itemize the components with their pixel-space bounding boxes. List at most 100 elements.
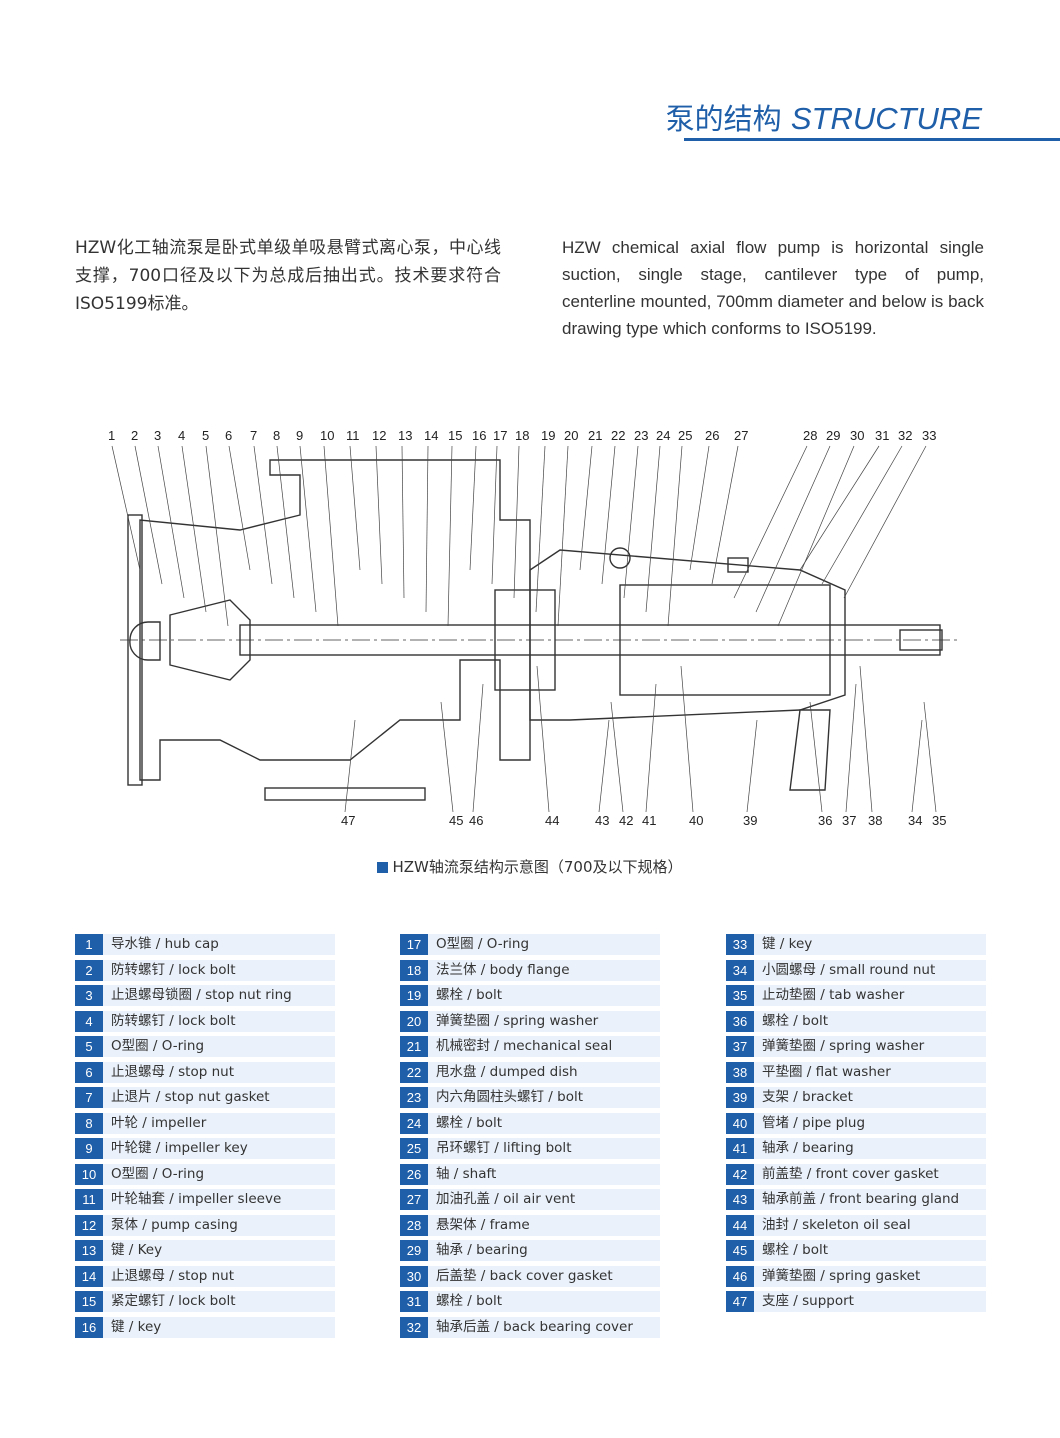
part-number-badge: 10 <box>75 1163 103 1185</box>
part-number-badge: 13 <box>75 1240 103 1261</box>
callout-label: 18 <box>515 428 529 443</box>
part-number-badge: 15 <box>75 1291 103 1312</box>
part-number-badge: 42 <box>726 1163 754 1185</box>
callout-leader <box>323 445 339 627</box>
intro-text-en: HZW chemical axial flow pump is horizont… <box>562 238 984 338</box>
part-number-badge: 31 <box>400 1291 428 1312</box>
part-label: 支座 / support <box>762 1293 854 1309</box>
callout-label: 14 <box>424 428 438 443</box>
part-label: 防转螺钉 / lock bolt <box>111 961 236 978</box>
callout-label: 1 <box>108 428 115 443</box>
part-number-badge: 17 <box>400 934 428 955</box>
part-label: 防转螺钉 / lock bolt <box>111 1012 236 1029</box>
part-number-badge: 5 <box>75 1036 103 1057</box>
callout-label: 10 <box>320 428 334 443</box>
part-number-badge: 9 <box>75 1138 103 1159</box>
callout-leader <box>689 445 710 571</box>
callout-leader <box>181 445 207 613</box>
part-number-badge: 22 <box>400 1061 428 1083</box>
callout-label: 44 <box>545 813 559 828</box>
part-number-badge: 29 <box>400 1240 428 1261</box>
part-number-badge: 43 <box>726 1189 754 1210</box>
callout-label: 30 <box>850 428 864 443</box>
callout-leader <box>344 719 356 813</box>
part-number-badge: 35 <box>726 985 754 1006</box>
callout-label: 15 <box>448 428 462 443</box>
pump-casing <box>139 459 531 781</box>
callout-label: 31 <box>875 428 889 443</box>
callout-leader <box>645 445 661 613</box>
callout-leader <box>733 445 808 599</box>
inlet-flange <box>127 514 143 786</box>
part-label: 悬架体 / frame <box>436 1216 530 1233</box>
part-number-badge: 36 <box>726 1010 754 1032</box>
callout-label: 22 <box>611 428 625 443</box>
callout-label: 35 <box>932 813 946 828</box>
part-number-badge: 47 <box>726 1291 754 1312</box>
callout-leader <box>157 445 185 599</box>
page-title-en: STRUCTURE <box>790 101 982 136</box>
callout-leader <box>755 445 831 613</box>
callout-leader <box>535 445 546 613</box>
callout-label: 25 <box>678 428 692 443</box>
part-label: 轴 / shaft <box>436 1165 497 1182</box>
callout-leader <box>134 445 163 585</box>
callout-label: 19 <box>541 428 555 443</box>
callout-label: 2 <box>131 428 138 443</box>
part-label: O型圈 / O-ring <box>436 936 530 952</box>
caption-marker <box>377 862 389 873</box>
hub-cap <box>129 621 161 661</box>
callout-label: 46 <box>469 813 483 828</box>
part-number-badge: 32 <box>400 1316 428 1338</box>
callout-label: 40 <box>689 813 703 828</box>
callout-leader <box>809 701 823 813</box>
part-label: 内六角圆柱头螺钉 / bolt <box>436 1089 584 1105</box>
callout-label: 24 <box>656 428 670 443</box>
callout-leader <box>557 445 569 627</box>
part-label: 键 / key <box>111 1318 162 1335</box>
part-label: 轴承前盖 / front bearing gland <box>762 1191 960 1207</box>
part-number-badge: 25 <box>400 1138 428 1159</box>
callout-leader <box>447 445 453 627</box>
part-number-badge: 4 <box>75 1010 103 1032</box>
callout-label: 42 <box>619 813 633 828</box>
callout-label: 39 <box>743 813 757 828</box>
callout-leader <box>598 719 610 813</box>
callout-leader <box>843 445 927 599</box>
part-number-badge: 44 <box>726 1214 754 1236</box>
callout-label: 7 <box>250 428 257 443</box>
part-label: 螺栓 / bolt <box>436 987 503 1003</box>
part-number-badge: 11 <box>75 1189 103 1210</box>
callout-label: 33 <box>922 428 936 443</box>
callout-leader <box>491 445 498 585</box>
part-number-badge: 46 <box>726 1265 754 1287</box>
callout-leader <box>469 445 477 571</box>
part-label: 弹簧垫圈 / spring washer <box>762 1038 925 1054</box>
callout-label: 11 <box>346 428 360 443</box>
callout-label: 6 <box>225 428 232 443</box>
part-label: 泵体 / pump casing <box>111 1216 238 1233</box>
part-number-badge: 30 <box>400 1265 428 1287</box>
callout-label: 20 <box>564 428 578 443</box>
callout-label: 8 <box>273 428 280 443</box>
part-number-badge: 23 <box>400 1087 428 1108</box>
